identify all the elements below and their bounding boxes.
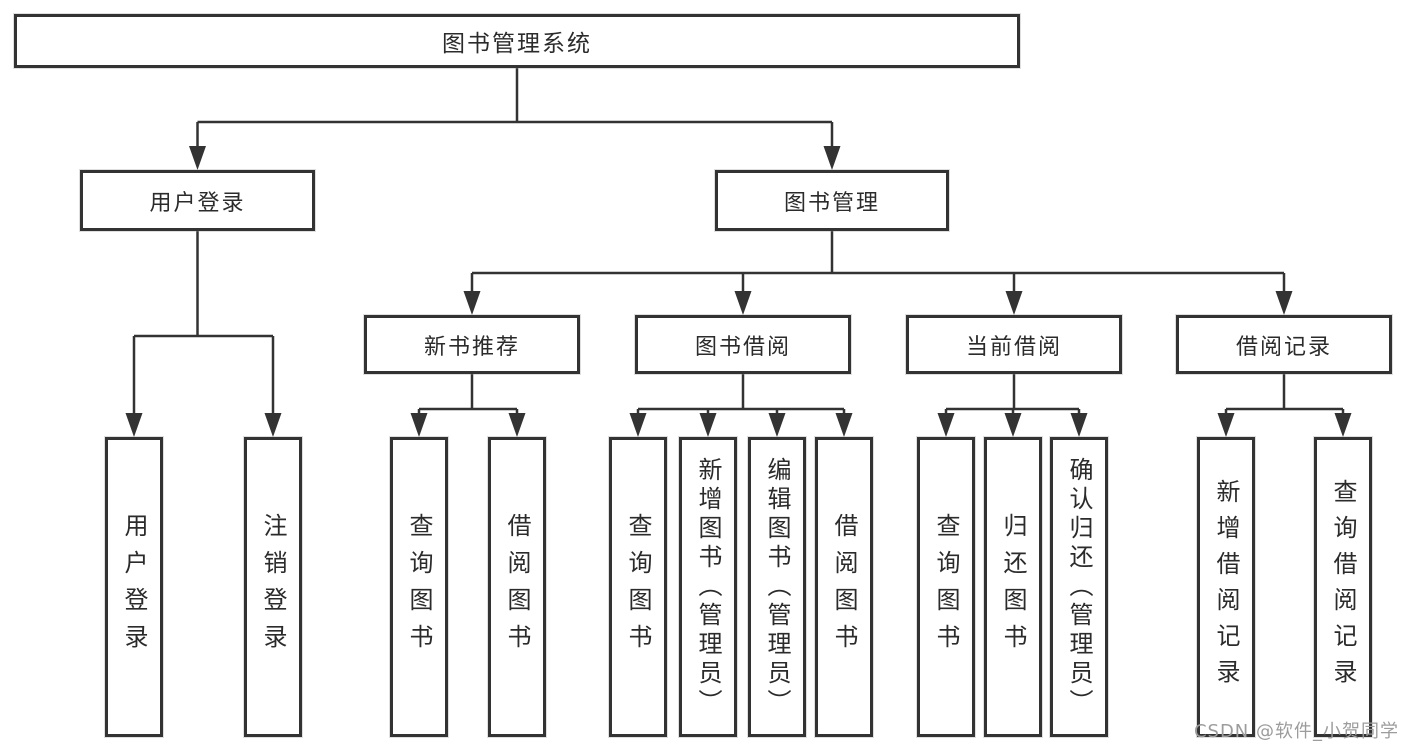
- arrowhead-icon: [1005, 291, 1023, 315]
- arrowhead-icon: [768, 413, 786, 437]
- leaf-query-borrow-record: 查询借阅记录: [1314, 437, 1372, 737]
- leaf-logout: 注销登录: [244, 437, 302, 737]
- arrowhead-icon: [734, 291, 752, 315]
- node-new-book-recommend: 新书推荐: [364, 315, 580, 374]
- node-borrow-record: 借阅记录: [1176, 315, 1392, 374]
- arrowhead-icon: [699, 413, 717, 437]
- node-current-borrow: 当前借阅: [906, 315, 1122, 374]
- leaf-edit-book-admin-label: 编辑图书（管理员）: [763, 456, 791, 718]
- arrowhead-icon: [1334, 413, 1352, 437]
- arrowhead-icon: [835, 413, 853, 437]
- leaf-current-query-book: 查询图书: [917, 437, 975, 737]
- arrowhead-icon: [189, 146, 206, 170]
- node-root: 图书管理系统: [14, 14, 1020, 68]
- leaf-return-book: 归还图书: [984, 437, 1042, 737]
- leaf-borrow-query-book-label: 查询图书: [624, 513, 652, 661]
- arrowhead-icon: [463, 291, 481, 315]
- leaf-logout-label: 注销登录: [259, 513, 287, 661]
- arrowhead-icon: [264, 413, 282, 437]
- node-current-borrow-label: 当前借阅: [965, 334, 1062, 360]
- arrowhead-icon: [125, 413, 143, 437]
- node-root-label: 图书管理系统: [442, 31, 592, 57]
- node-user-login: 用户登录: [80, 170, 315, 231]
- node-book-borrow: 图书借阅: [635, 315, 851, 374]
- edge-root-children: [189, 66, 841, 170]
- node-borrow-record-label: 借阅记录: [1235, 334, 1332, 360]
- leaf-recommend-query-book-label: 查询图书: [405, 513, 433, 661]
- arrowhead-icon: [823, 146, 841, 170]
- arrowhead-icon: [629, 413, 647, 437]
- leaf-add-borrow-record: 新增借阅记录: [1197, 437, 1255, 737]
- leaf-recommend-borrow-book: 借阅图书: [488, 437, 546, 737]
- leaf-recommend-borrow-book-label: 借阅图书: [503, 513, 531, 661]
- edge-book-mgmt-children: [463, 229, 1293, 315]
- edge-book-borrow-children: [629, 372, 853, 437]
- leaf-add-book-admin: 新增图书（管理员）: [679, 437, 737, 737]
- leaf-user-login-label: 用户登录: [120, 513, 148, 661]
- node-book-management-label: 图书管理: [783, 190, 880, 216]
- leaf-return-book-label: 归还图书: [999, 513, 1027, 661]
- leaf-current-query-book-label: 查询图书: [932, 513, 960, 661]
- arrowhead-icon: [410, 413, 428, 437]
- node-user-login-label: 用户登录: [149, 190, 246, 216]
- leaf-confirm-return-admin: 确认归还（管理员）: [1050, 437, 1108, 737]
- leaf-add-borrow-record-label: 新增借阅记录: [1212, 479, 1240, 695]
- arrowhead-icon: [1070, 413, 1088, 437]
- arrowhead-icon: [1217, 413, 1235, 437]
- arrowhead-icon: [1275, 291, 1293, 315]
- leaf-query-borrow-record-label: 查询借阅记录: [1329, 479, 1357, 695]
- leaf-edit-book-admin: 编辑图书（管理员）: [748, 437, 806, 737]
- node-new-book-recommend-label: 新书推荐: [423, 334, 520, 360]
- leaf-borrow-query-book: 查询图书: [609, 437, 667, 737]
- leaf-recommend-query-book: 查询图书: [390, 437, 448, 737]
- leaf-confirm-return-admin-label: 确认归还（管理员）: [1065, 456, 1093, 718]
- edge-borrow-record-children: [1217, 372, 1352, 437]
- edge-user-login-children: [125, 229, 282, 437]
- arrowhead-icon: [937, 413, 955, 437]
- edge-new-book-rec-children: [410, 372, 526, 437]
- node-book-management: 图书管理: [715, 170, 949, 231]
- leaf-user-login: 用户登录: [105, 437, 163, 737]
- csdn-watermark: CSDN @软件_小贺同学: [1193, 721, 1399, 742]
- edge-current-borrow-children: [937, 372, 1088, 437]
- arrowhead-icon: [1004, 413, 1022, 437]
- leaf-borrow-borrow-book-label: 借阅图书: [830, 513, 858, 661]
- leaf-borrow-borrow-book: 借阅图书: [815, 437, 873, 737]
- leaf-add-book-admin-label: 新增图书（管理员）: [694, 456, 722, 718]
- node-book-borrow-label: 图书借阅: [694, 334, 791, 360]
- arrowhead-icon: [508, 413, 526, 437]
